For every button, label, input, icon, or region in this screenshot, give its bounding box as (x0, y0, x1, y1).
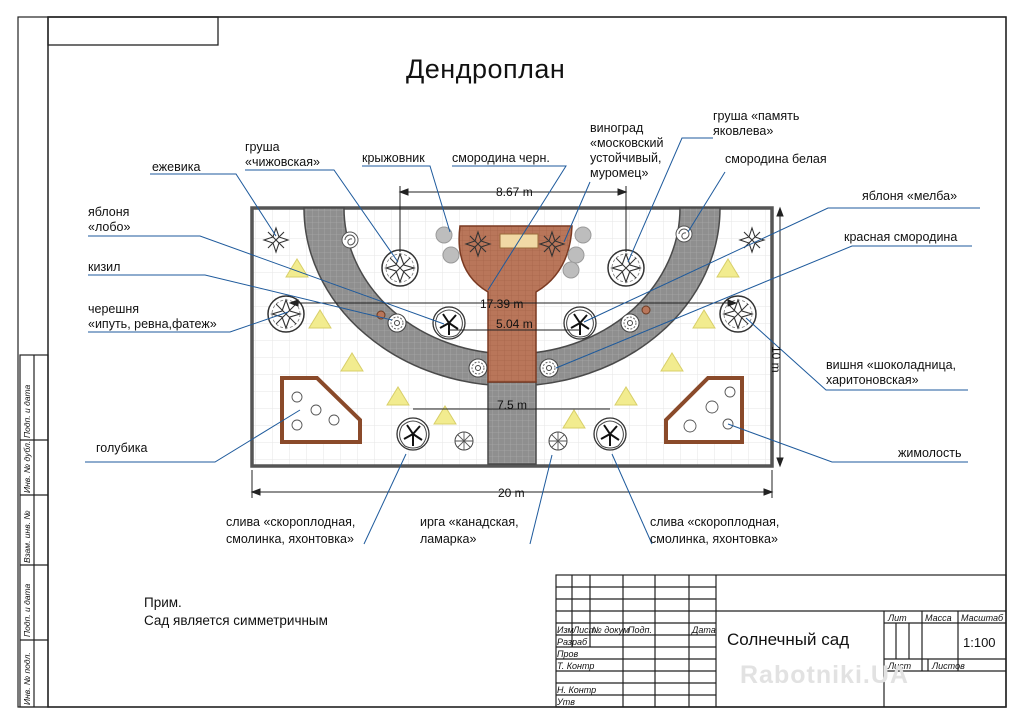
entry-path (487, 381, 537, 465)
label-chereshnya-1: черешня (88, 302, 140, 316)
watermark-text: Rabotniki.UA (740, 661, 909, 689)
label-sliva-right-2: смолинка, яхонтовка» (650, 532, 778, 546)
label-vishnya-1: вишня «шоколадница, (826, 358, 957, 372)
label-yablonya-lobo-2: «лобо» (88, 220, 131, 234)
side-stamp-grid (19, 354, 49, 708)
tb-izm: Изм (557, 625, 574, 635)
label-golubika: голубика (96, 441, 148, 455)
leader-lines (85, 137, 980, 545)
tb-lit: Лит (888, 613, 907, 623)
dimension-label-1739: 17.39 m (480, 297, 524, 311)
tb-massa: Масса (925, 613, 952, 623)
label-sliva-left-1: слива «скороплодная, (226, 515, 356, 529)
label-yablonya-lobo-1: яблоня (88, 205, 130, 219)
side-vzam-inv: Взам. инв. № (22, 510, 32, 563)
title-block-grid (555, 574, 1007, 708)
label-smorodina-chern: смородина черн. (452, 151, 550, 165)
page-title: Дендроплан (406, 54, 566, 84)
label-sliva-right-1: слива «скороплодная, (650, 515, 780, 529)
label-yablonya-melba: яблоня «мелба» (862, 189, 958, 203)
arc-path (303, 207, 721, 387)
label-zhimolost: жимолость (898, 446, 962, 460)
label-irga-2: ламарка» (420, 532, 477, 546)
corner-stamp-box (47, 16, 219, 46)
label-grusha-pamyat-2: яковлева» (713, 124, 774, 138)
note-text: Сад является симметричным (144, 613, 328, 628)
label-smorodina-belaya: смородина белая (725, 152, 827, 166)
label-kizil: кизил (88, 260, 121, 274)
central-bed (458, 225, 573, 383)
label-grusha-pamyat-1: груша «память (713, 109, 800, 123)
note-heading: Прим. (144, 595, 182, 610)
label-kryzhovnik: крыжовник (362, 151, 425, 165)
tb-ndokum: № докум (592, 625, 630, 635)
dimension-label-20: 20 m (498, 486, 525, 500)
tb-drawing-name: Солнечный сад (727, 630, 850, 649)
tb-listov: Листов (932, 661, 965, 671)
label-irga-1: ирга «канадская, (420, 515, 519, 529)
label-chereshnya-2: «ипуть, ревна,фатеж» (88, 317, 217, 331)
label-grusha-chizhovskaya-2: «чижовская» (245, 155, 320, 169)
dimension-label-75: 7.5 m (497, 398, 528, 412)
tb-list2: Лист (888, 661, 912, 671)
side-inv-podl: Инв. № подл. (22, 652, 32, 705)
label-vinograd-3: устойчивый, (590, 151, 662, 165)
side-inv-dubl: Инв. № дубл. (22, 440, 32, 493)
tb-podp: Подп. (628, 625, 652, 635)
label-grusha-chizhovskaya-1: груша (245, 140, 280, 154)
plant-symbols (263, 225, 765, 451)
label-sliva-left-2: смолинка, яхонтовка» (226, 532, 354, 546)
tb-scale: 1:100 (963, 635, 996, 650)
side-podp-data-1: Подп. и дата (22, 583, 32, 637)
tb-razrab: Разраб (557, 637, 588, 647)
tb-nkontr: Н. Контр (557, 685, 597, 695)
label-krasnaya-smorodina: красная смородина (844, 230, 958, 244)
dimension-label-504: 5.04 m (496, 317, 533, 331)
label-vinograd-4: муромец» (590, 166, 649, 180)
tb-tkontr: Т. Контр (557, 661, 595, 671)
dimension-label-10: 10 m (769, 346, 783, 373)
label-vinograd-1: виноград (590, 121, 644, 135)
label-vinograd-2: «московский (590, 136, 664, 150)
tb-masshtab: Масштаб (961, 613, 1004, 623)
label-ezhevika: ежевика (152, 160, 201, 174)
dimension-label-867: 8.67 m (496, 185, 533, 199)
tb-data: Дата (692, 625, 716, 635)
side-podp-data-2: Подп. и дата (22, 384, 32, 438)
tb-prov: Пров (557, 649, 579, 659)
label-vishnya-2: харитоновская» (826, 373, 919, 387)
tb-list: Лист (573, 625, 597, 635)
tb-utv: Утв (557, 697, 575, 707)
